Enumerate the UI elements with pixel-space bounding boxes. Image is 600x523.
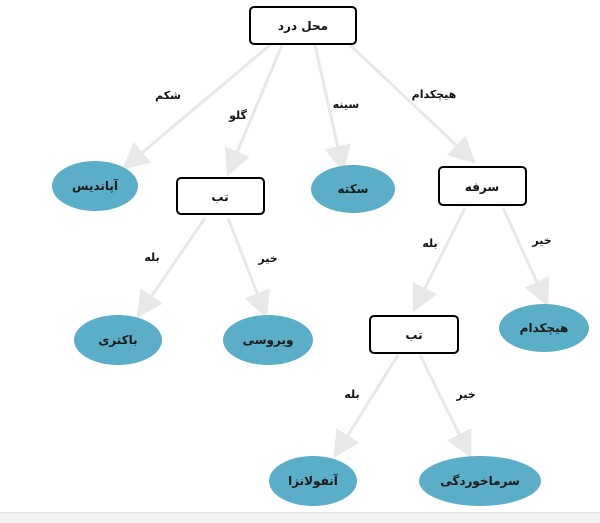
edge-fever2-cold [418,354,472,459]
edge-label-no-fever2: خیر [455,388,475,401]
edge-label-no-cough: خیر [531,234,551,247]
leaf-node-viral: ویروسی [223,315,313,365]
decision-node-fever-1: تب [176,177,265,215]
leaf-node-influenza: آنفولانزا [269,456,357,506]
edge-label-yes-fever1: بله [144,251,159,264]
node-label-fever-1: تب [211,190,228,204]
edge-label-chest: سینه [333,98,359,111]
edge-fever2-influenza [333,354,400,459]
leaf-label-appendicitis: آپاندیس [72,178,119,193]
leaf-label-viral: ویروسی [243,333,294,348]
edge-cough-none [501,207,550,307]
leaf-label-bacterial: باکتری [98,333,137,347]
edge-root-heart [313,44,351,173]
leaf-label-heart-attack: سکته [338,182,369,196]
edge-labels: شکم گلو سینه هیچکدام بله خیر بله خیر بله… [144,88,551,401]
edge-label-yes-cough: بله [422,237,437,250]
decision-node-fever-2: تب [369,315,459,354]
edge-root-cough [348,43,476,164]
edge-root-fever [224,44,284,177]
edge-label-none: هیچکدام [412,88,457,101]
edge-root-appendicitis [121,43,271,170]
edge-fever1-viral [226,217,270,319]
leaf-label-influenza: آنفولانزا [288,473,339,489]
bottom-edge-strip [0,512,600,523]
leaf-node-heart-attack: سکته [311,165,395,213]
leaf-label-cold: سرماخوردگی [440,474,520,489]
decision-node-root: محل درد [249,6,357,45]
decision-node-cough: سرفه [438,166,527,206]
edge-fever1-bacterial [136,217,207,319]
node-label-cough: سرفه [465,180,499,194]
leaf-node-none: هیچکدام [499,304,589,352]
edge-label-no-fever1: خیر [257,252,277,265]
edges [121,43,550,459]
edge-label-yes-fever2: بله [344,388,359,401]
edge-cough-fever2 [412,207,467,313]
node-label-fever-2: تب [405,328,422,342]
edge-label-throat: گلو [228,109,247,122]
node-label-root: محل درد [278,19,328,33]
edge-label-abdomen: شکم [155,89,181,102]
leaf-label-none: هیچکدام [520,321,569,336]
leaf-node-appendicitis: آپاندیس [52,161,138,211]
leaf-node-bacterial: باکتری [74,315,162,365]
leaf-node-cold: سرماخوردگی [419,456,541,506]
